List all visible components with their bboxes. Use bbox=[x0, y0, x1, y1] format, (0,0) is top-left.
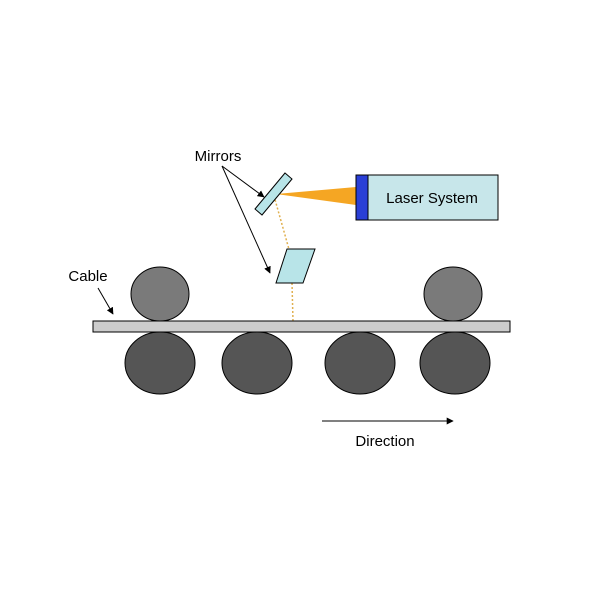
mirrors-arrow-lower bbox=[221, 165, 271, 274]
laser-system-aperture bbox=[355, 174, 369, 221]
cable-arrow bbox=[97, 287, 114, 315]
laser-system-label: Laser System bbox=[386, 190, 478, 207]
lower-roller-1 bbox=[124, 331, 196, 395]
upper-mirror bbox=[254, 172, 293, 216]
lower-mirror bbox=[275, 248, 316, 284]
laser-system: Laser System bbox=[355, 174, 499, 221]
upper-roller-left bbox=[130, 266, 190, 322]
reflected-beam-lower bbox=[291, 282, 294, 322]
direction-label: Direction bbox=[355, 433, 414, 450]
laser-beam bbox=[276, 187, 356, 205]
lower-roller-2 bbox=[221, 331, 293, 395]
upper-roller-right bbox=[423, 266, 483, 322]
lower-roller-3 bbox=[324, 331, 396, 395]
cable-label: Cable bbox=[68, 268, 107, 285]
mirrors-label: Mirrors bbox=[195, 148, 242, 165]
reflected-beam-upper bbox=[273, 195, 293, 261]
cable bbox=[92, 320, 511, 333]
mirrors-arrow-upper bbox=[221, 165, 265, 198]
lower-roller-4 bbox=[419, 331, 491, 395]
